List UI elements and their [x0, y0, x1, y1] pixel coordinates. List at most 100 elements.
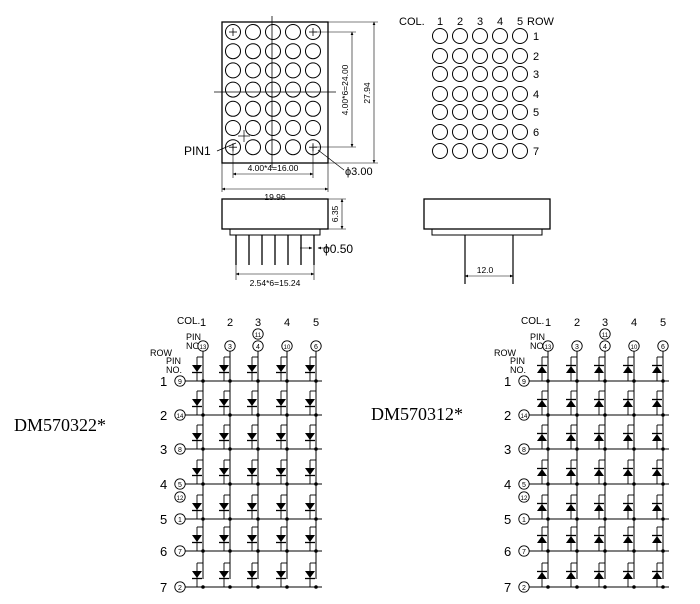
- junction-dot: [314, 379, 318, 383]
- map-dot: [432, 86, 448, 102]
- led-diode: [247, 365, 257, 372]
- row-label: ROW: [150, 348, 173, 358]
- junction-dot: [228, 585, 232, 589]
- top-view: PIN1 4.00*4=16.00 19.96 4.00*6=24.00 27.…: [184, 16, 378, 202]
- junction-dot: [256, 517, 260, 521]
- pin1-label: PIN1: [184, 144, 211, 158]
- led-diode: [305, 468, 315, 475]
- dim-pin-dia: ϕ0.50: [323, 242, 353, 256]
- row-pin-label: PIN: [166, 356, 181, 366]
- package-outline: [221, 21, 329, 164]
- led-dot: [285, 139, 301, 156]
- junction-dot: [228, 517, 232, 521]
- junction-dot: [256, 549, 260, 553]
- junction-dot: [314, 549, 318, 553]
- junction-dot: [603, 482, 607, 486]
- led-diode: [566, 434, 576, 441]
- map-dot: [432, 124, 448, 140]
- map-dot: [512, 66, 528, 82]
- map-col-number: 3: [477, 16, 483, 28]
- led-dot: [285, 62, 301, 79]
- map-dot: [432, 66, 448, 82]
- pin-number: 12: [521, 496, 528, 502]
- led-dot: [265, 100, 281, 117]
- row-number: 3: [160, 442, 167, 457]
- pin-number-circle: [518, 491, 530, 503]
- led-dot: [265, 120, 281, 136]
- col-number: 1: [200, 317, 206, 329]
- led-dot: [285, 43, 301, 60]
- side-view-pins: [235, 235, 315, 280]
- junction-dot: [632, 413, 636, 417]
- led-diode: [192, 433, 202, 440]
- led-diode: [537, 536, 547, 543]
- led-diode: [219, 399, 229, 406]
- led-diode: [537, 366, 547, 373]
- led-dot: [265, 43, 281, 60]
- junction-dot: [285, 482, 289, 486]
- row-number: 1: [504, 374, 511, 389]
- junction-dot: [661, 585, 665, 589]
- led-diode: [219, 571, 229, 578]
- map-row-number: 7: [533, 146, 539, 158]
- led-diode: [652, 400, 662, 407]
- pin-number: 14: [521, 414, 528, 420]
- led-diode: [305, 571, 315, 578]
- led-diode: [623, 434, 633, 441]
- junction-dot: [314, 482, 318, 486]
- junction-dot: [546, 549, 550, 553]
- led-diode: [192, 571, 202, 578]
- junction-dot: [314, 413, 318, 417]
- pin-number: 6: [661, 344, 665, 351]
- pin-number: 8: [178, 447, 182, 454]
- junction-dot: [546, 447, 550, 451]
- junction-dot: [228, 413, 232, 417]
- led-dot: [305, 62, 321, 79]
- map-row-number: 2: [533, 51, 539, 63]
- col-number: 2: [227, 317, 233, 329]
- led-diode: [219, 365, 229, 372]
- map-row-number: 3: [533, 69, 539, 81]
- pin-number: 6: [314, 344, 318, 351]
- led-dot: [225, 62, 241, 79]
- led-diode: [652, 572, 662, 579]
- map-dot: [432, 143, 448, 159]
- led-diode: [623, 504, 633, 511]
- pin-number: 4: [603, 344, 607, 351]
- junction-dot: [603, 379, 607, 383]
- led-diode: [537, 504, 547, 511]
- led-diode: [192, 365, 202, 372]
- led-diode: [566, 504, 576, 511]
- map-row-number: 1: [533, 31, 539, 43]
- led-dot: [245, 100, 261, 117]
- junction-dot: [575, 379, 579, 383]
- row-pin-label: PIN: [510, 356, 525, 366]
- row-number: 7: [504, 580, 511, 595]
- led-diode: [219, 503, 229, 510]
- led-diode: [192, 468, 202, 475]
- pin-number: 11: [602, 333, 609, 339]
- map-dot: [492, 48, 508, 64]
- led-diode: [276, 571, 286, 578]
- side-view-left: 6.35 ϕ0.50 2.54*6=15.24: [221, 198, 353, 288]
- junction-dot: [546, 379, 550, 383]
- led-diode: [305, 365, 315, 372]
- junction-dot: [256, 413, 260, 417]
- map-dot: [472, 28, 488, 44]
- junction-dot: [575, 549, 579, 553]
- junction-dot: [661, 549, 665, 553]
- pin-number: 4: [256, 344, 260, 351]
- dim-width: 19.96: [264, 192, 286, 202]
- pin-number: 1: [522, 517, 526, 524]
- led-diode: [566, 536, 576, 543]
- junction-dot: [603, 585, 607, 589]
- pin-number: 2: [178, 585, 182, 592]
- junction-dot: [228, 482, 232, 486]
- dim-pin-span: 12.0: [477, 265, 494, 275]
- pin-number: 3: [228, 344, 232, 351]
- led-diode: [566, 469, 576, 476]
- junction-dot: [632, 379, 636, 383]
- led-diode: [623, 366, 633, 373]
- pin-number: 1: [178, 517, 182, 524]
